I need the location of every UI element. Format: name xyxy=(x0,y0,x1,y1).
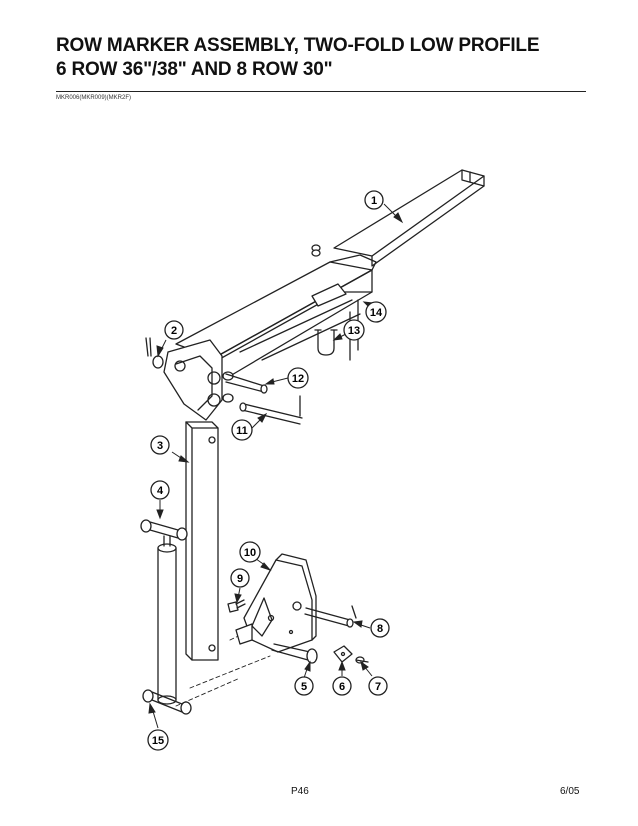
callout-11: 11 xyxy=(231,419,253,441)
part-cylinder xyxy=(140,519,188,705)
callout-6: 6 xyxy=(332,676,352,696)
svg-text:2: 2 xyxy=(171,325,177,337)
part-pin-11 xyxy=(239,395,303,425)
header-rule xyxy=(56,91,586,92)
svg-text:3: 3 xyxy=(157,440,163,452)
revision-date: 6/05 xyxy=(560,786,580,797)
callout-14: 14 xyxy=(365,301,387,323)
part-bolt-9 xyxy=(227,599,246,613)
svg-text:8: 8 xyxy=(377,623,383,635)
svg-text:10: 10 xyxy=(244,547,256,559)
part-mount-bracket xyxy=(235,553,317,653)
page-title: ROW MARKER ASSEMBLY, TWO-FOLD LOW PROFIL… xyxy=(56,34,596,82)
part-u-bolt xyxy=(314,329,338,356)
part-washer-cotter xyxy=(145,337,164,369)
callout-1: 1 xyxy=(364,190,384,210)
svg-text:5: 5 xyxy=(301,681,307,693)
callout-5: 5 xyxy=(294,676,314,696)
callout-15: 15 xyxy=(147,729,169,751)
page-number: P46 xyxy=(291,786,309,797)
callout-4: 4 xyxy=(150,480,170,500)
callout-13: 13 xyxy=(343,319,365,341)
leader-lines xyxy=(148,203,404,729)
part-pin-5 xyxy=(271,643,318,664)
svg-text:6: 6 xyxy=(339,681,345,693)
callouts: 1 2 3 4 5 6 7 8 9 10 11 12 13 14 15 xyxy=(147,190,390,751)
svg-text:11: 11 xyxy=(236,425,248,437)
svg-text:15: 15 xyxy=(152,735,164,747)
callout-2: 2 xyxy=(164,320,184,340)
part-washer-6 xyxy=(333,645,353,663)
svg-text:1: 1 xyxy=(371,195,377,207)
part-nut-7 xyxy=(355,656,369,664)
part-pin-15 xyxy=(142,689,192,715)
part-code: MKR006(MKR009)(MKR2F) xyxy=(56,95,132,101)
svg-text:14: 14 xyxy=(370,307,383,319)
callout-10: 10 xyxy=(239,541,261,563)
svg-text:12: 12 xyxy=(292,373,304,385)
callout-8: 8 xyxy=(370,618,390,638)
callout-7: 7 xyxy=(368,676,388,696)
part-square-tube xyxy=(333,169,485,267)
part-small-nut xyxy=(311,244,321,257)
title-line-2: 6 ROW 36"/38" AND 8 ROW 30" xyxy=(56,59,333,80)
callout-3: 3 xyxy=(150,435,170,455)
svg-text:13: 13 xyxy=(348,325,360,337)
callout-12: 12 xyxy=(287,367,309,389)
svg-text:4: 4 xyxy=(157,485,164,497)
callout-9: 9 xyxy=(230,568,250,588)
part-vertical-tube xyxy=(185,421,219,661)
part-pin-8 xyxy=(304,605,357,628)
title-line-1: ROW MARKER ASSEMBLY, TWO-FOLD LOW PROFIL… xyxy=(56,35,540,56)
svg-text:7: 7 xyxy=(375,681,381,693)
svg-text:9: 9 xyxy=(237,573,243,585)
part-marker-arm xyxy=(175,254,377,377)
part-pin-12 xyxy=(225,373,268,394)
